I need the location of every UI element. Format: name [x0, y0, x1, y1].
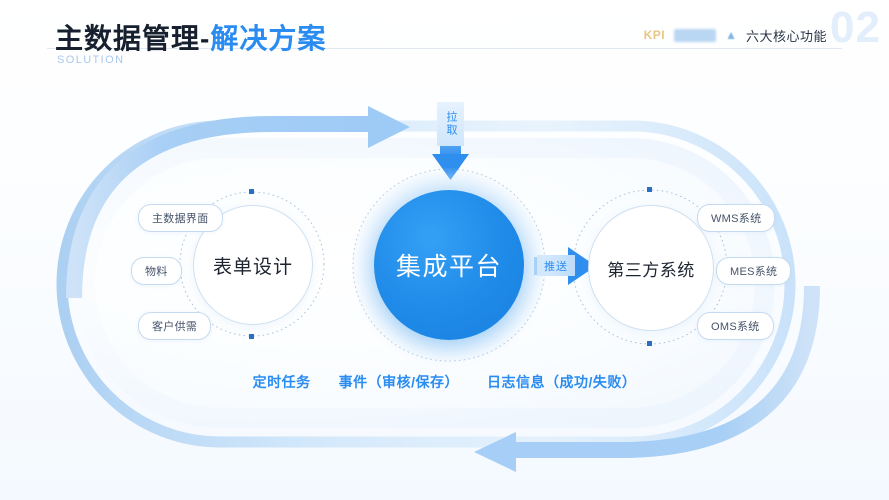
- bottom-label-row: 定时任务 事件（审核/保存） 日志信息（成功/失败）: [0, 372, 889, 392]
- section-number: 02: [830, 3, 881, 52]
- node-third-party-system-label: 第三方系统: [607, 260, 695, 280]
- pull-label-text: 拉取: [445, 111, 457, 137]
- page-title: 主数据管理-解决方案: [55, 17, 326, 57]
- redacted-block: [674, 28, 717, 42]
- tag-left-1[interactable]: 主数据界面: [138, 204, 223, 232]
- kpi-label: KPI: [643, 28, 666, 42]
- tag-right-2[interactable]: MES系统: [716, 257, 792, 285]
- header-right-group: KPI ▲ 六大核心功能: [644, 25, 827, 45]
- diagram-stage: 拉取 推送 表单设计 集成平台 第三方系统 主数据界面 物料 客户供需 WMS系…: [0, 80, 889, 500]
- push-arrow-label: 推送: [537, 255, 575, 276]
- tag-right-1[interactable]: WMS系统: [697, 204, 776, 232]
- node-form-design-label: 表单设计: [212, 256, 293, 278]
- bottom-label-1: 定时任务: [252, 374, 311, 390]
- node-integration-platform[interactable]: 集成平台: [374, 190, 524, 340]
- feature-label: 六大核心功能: [745, 28, 827, 44]
- tag-left-3[interactable]: 客户供需: [138, 312, 212, 340]
- header-divider: [47, 48, 842, 49]
- tag-left-2[interactable]: 物料: [131, 257, 182, 285]
- node-integration-platform-label: 集成平台: [395, 253, 502, 281]
- page-subtitle: SOLUTION: [57, 54, 125, 66]
- page-title-main: 主数据管理-: [55, 23, 211, 54]
- pull-arrow-label: 拉取: [437, 102, 464, 146]
- bottom-label-3: 日志信息（成功/失败）: [487, 374, 637, 390]
- tag-right-3[interactable]: OMS系统: [697, 312, 774, 340]
- blurred-glyph-icon: ▲: [725, 28, 737, 42]
- page-title-accent: 解决方案: [210, 23, 327, 54]
- node-third-party-system[interactable]: 第三方系统: [588, 205, 714, 331]
- bottom-label-2: 事件（审核/保存）: [338, 374, 459, 390]
- push-label-text: 推送: [544, 260, 568, 273]
